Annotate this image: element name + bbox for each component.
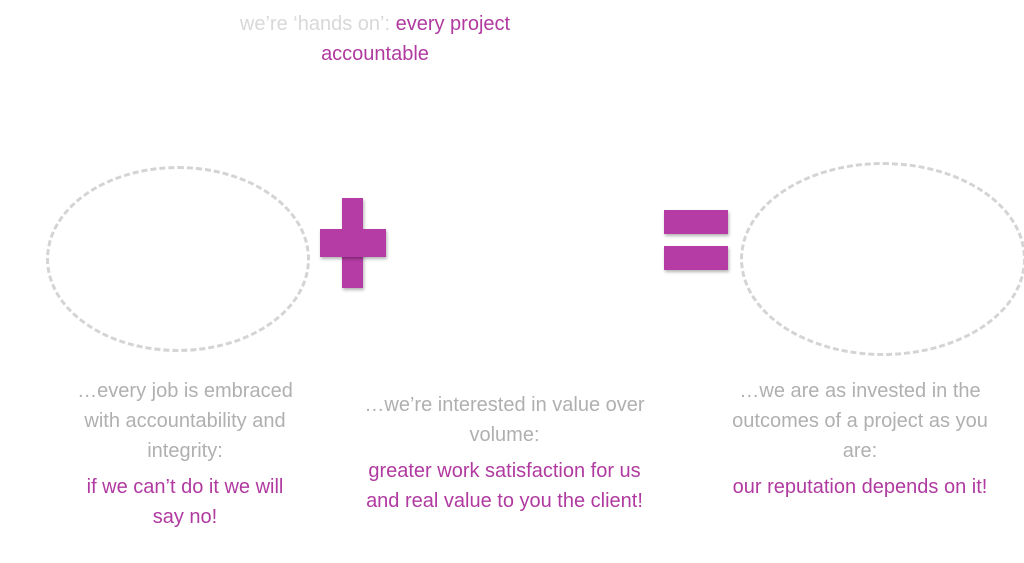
right-ellipse — [740, 162, 1024, 356]
header-lead: we’re ‘hands on’: — [239, 13, 396, 35]
column-1: …every job is embraced with accountabili… — [50, 376, 320, 532]
column-3: …we are as invested in the outcomes of a… — [710, 376, 1010, 502]
column-3-intro: …we are as invested in the outcomes of a… — [732, 380, 988, 462]
column-3-punch: our reputation depends on it! — [732, 476, 988, 498]
column-2-intro: …we’re interested in value over volume: — [364, 394, 645, 446]
column-1-intro: …every job is embraced with accountabili… — [77, 380, 293, 462]
column-2-punch: greater work satisfaction for us and rea… — [366, 460, 643, 512]
column-1-punch: if we can’t do it we will say no! — [86, 476, 284, 528]
header-highlight: every project — [395, 13, 511, 35]
header-line2: accountable — [321, 43, 429, 65]
header-title: we’re ‘hands on’: every project accounta… — [200, 9, 550, 69]
column-2: …we’re interested in value over volume: … — [352, 390, 657, 516]
left-ellipse — [46, 166, 310, 352]
